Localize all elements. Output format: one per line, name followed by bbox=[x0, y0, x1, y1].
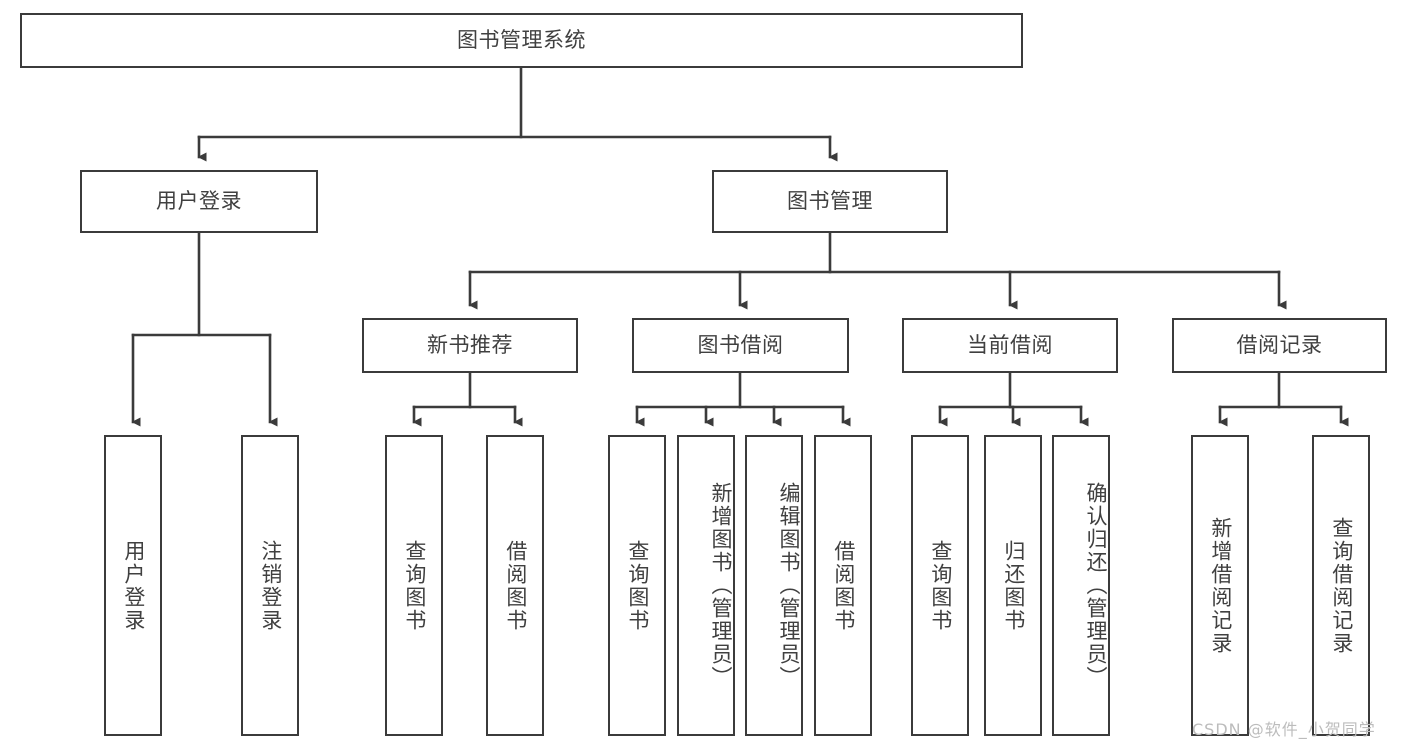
node-leaf-logout[interactable]: 注销登录 bbox=[241, 435, 299, 736]
node-leaf-borrow-book-1[interactable]: 借阅图书 bbox=[486, 435, 544, 736]
node-book-manage[interactable]: 图书管理 bbox=[712, 170, 948, 233]
node-current-borrow[interactable]: 当前借阅 bbox=[902, 318, 1118, 373]
node-root[interactable]: 图书管理系统 bbox=[20, 13, 1023, 68]
node-leaf-return-book[interactable]: 归还图书 bbox=[984, 435, 1042, 736]
node-user-login[interactable]: 用户登录 bbox=[80, 170, 318, 233]
node-leaf-query-book-2[interactable]: 查询图书 bbox=[608, 435, 666, 736]
node-borrow-record[interactable]: 借阅记录 bbox=[1172, 318, 1387, 373]
node-leaf-borrow-book-2[interactable]: 借阅图书 bbox=[814, 435, 872, 736]
node-leaf-query-book-3[interactable]: 查询图书 bbox=[911, 435, 969, 736]
node-leaf-confirm-return[interactable]: 确认归还（管理员） bbox=[1052, 435, 1110, 736]
csdn-watermark: CSDN @软件_小贺同学 bbox=[1192, 720, 1376, 739]
node-leaf-edit-book[interactable]: 编辑图书（管理员） bbox=[745, 435, 803, 736]
node-book-borrow[interactable]: 图书借阅 bbox=[632, 318, 849, 373]
node-leaf-query-record[interactable]: 查询借阅记录 bbox=[1312, 435, 1370, 736]
node-leaf-add-book[interactable]: 新增图书（管理员） bbox=[677, 435, 735, 736]
node-leaf-user-login[interactable]: 用户登录 bbox=[104, 435, 162, 736]
node-leaf-add-record[interactable]: 新增借阅记录 bbox=[1191, 435, 1249, 736]
node-new-book-rec[interactable]: 新书推荐 bbox=[362, 318, 578, 373]
node-leaf-query-book-1[interactable]: 查询图书 bbox=[385, 435, 443, 736]
